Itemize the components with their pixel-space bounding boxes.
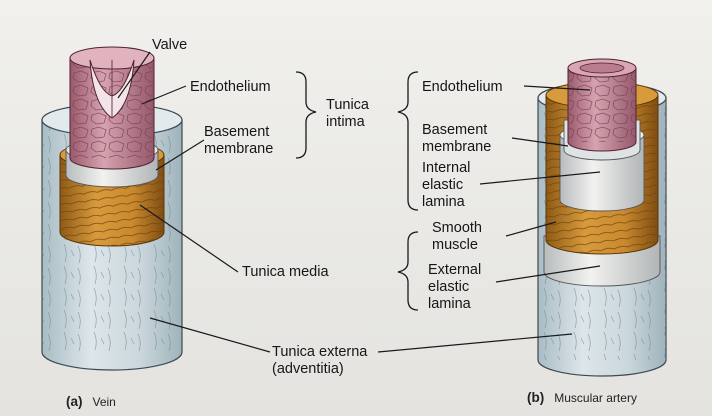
label-endothelium-a: Endothelium (190, 79, 271, 95)
label-smooth-muscle-2: muscle (432, 237, 478, 253)
label-tunica-media: Tunica media (242, 264, 329, 280)
label-internal-elastic-3: lamina (422, 194, 465, 210)
caption-vein-letter: (a) (66, 394, 83, 409)
label-basement-b-1: Basement (422, 122, 487, 138)
caption-artery: (b) Muscular artery (527, 390, 637, 405)
label-basement-a-1: Basement (204, 124, 269, 140)
caption-vein: (a) Vein (66, 394, 116, 409)
label-tunica-externa-1: Tunica externa (272, 344, 367, 360)
caption-artery-text: Muscular artery (554, 391, 637, 405)
brace-intima-left (296, 72, 316, 158)
caption-artery-letter: (b) (527, 390, 544, 405)
label-external-elastic-3: lamina (428, 296, 471, 312)
label-valve: Valve (152, 37, 187, 53)
label-basement-b-2: membrane (422, 139, 491, 155)
label-internal-elastic-2: elastic (422, 177, 463, 193)
brace-intima-right (398, 72, 418, 210)
label-tunica-intima-1: Tunica (326, 97, 369, 113)
label-smooth-muscle-1: Smooth (432, 220, 482, 236)
label-internal-elastic-1: Internal (422, 160, 470, 176)
label-endothelium-b: Endothelium (422, 79, 503, 95)
brace-media-right (398, 232, 418, 310)
label-tunica-intima-2: intima (326, 114, 365, 130)
label-tunica-externa-2: (adventitia) (272, 361, 344, 377)
label-basement-a-2: membrane (204, 141, 273, 157)
label-external-elastic-1: External (428, 262, 481, 278)
artery-illustration (538, 59, 666, 376)
caption-vein-text: Vein (93, 395, 116, 409)
label-external-elastic-2: elastic (428, 279, 469, 295)
